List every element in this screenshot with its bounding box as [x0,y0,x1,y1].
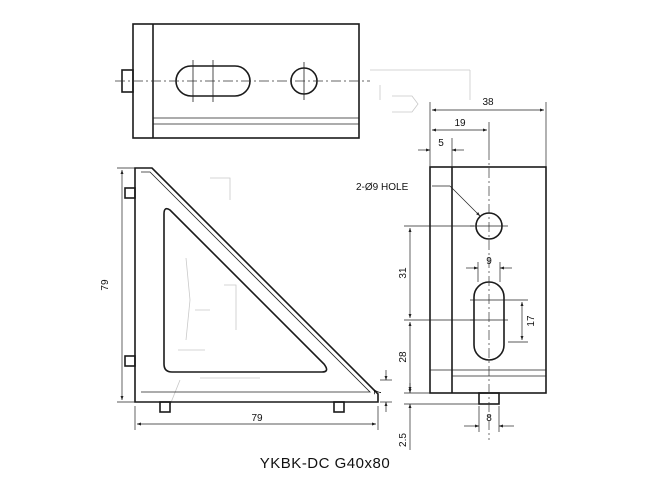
dim-9: 9 [486,256,492,267]
dim-5: 5 [438,138,444,149]
dim-38: 38 [482,97,494,108]
front-view-outline [429,166,547,394]
side-view [117,167,392,430]
top-view [115,23,471,139]
dim-19: 19 [454,118,466,129]
side-view-outline [134,167,379,403]
hole-note: 2-Ø9 HOLE [356,182,409,193]
side-view-nub-lower [124,355,136,367]
dim-79-width: 79 [251,413,263,424]
side-view-nub-bottom-right [333,401,345,413]
dim-31: 31 [398,267,409,279]
part-number-caption: YKBK-DC G40x80 [259,455,391,472]
dim-17: 17 [526,315,537,327]
dim-7: 7 [373,389,384,395]
side-view-window [163,207,328,373]
side-view-nub-bottom-left [159,401,171,413]
dim-2-5: 2.5 [398,433,409,447]
dim-79-height: 79 [100,279,111,291]
dim-8: 8 [486,413,492,424]
dim-28: 28 [398,351,409,363]
side-view-nub-upper [124,187,136,199]
front-view [404,102,547,450]
